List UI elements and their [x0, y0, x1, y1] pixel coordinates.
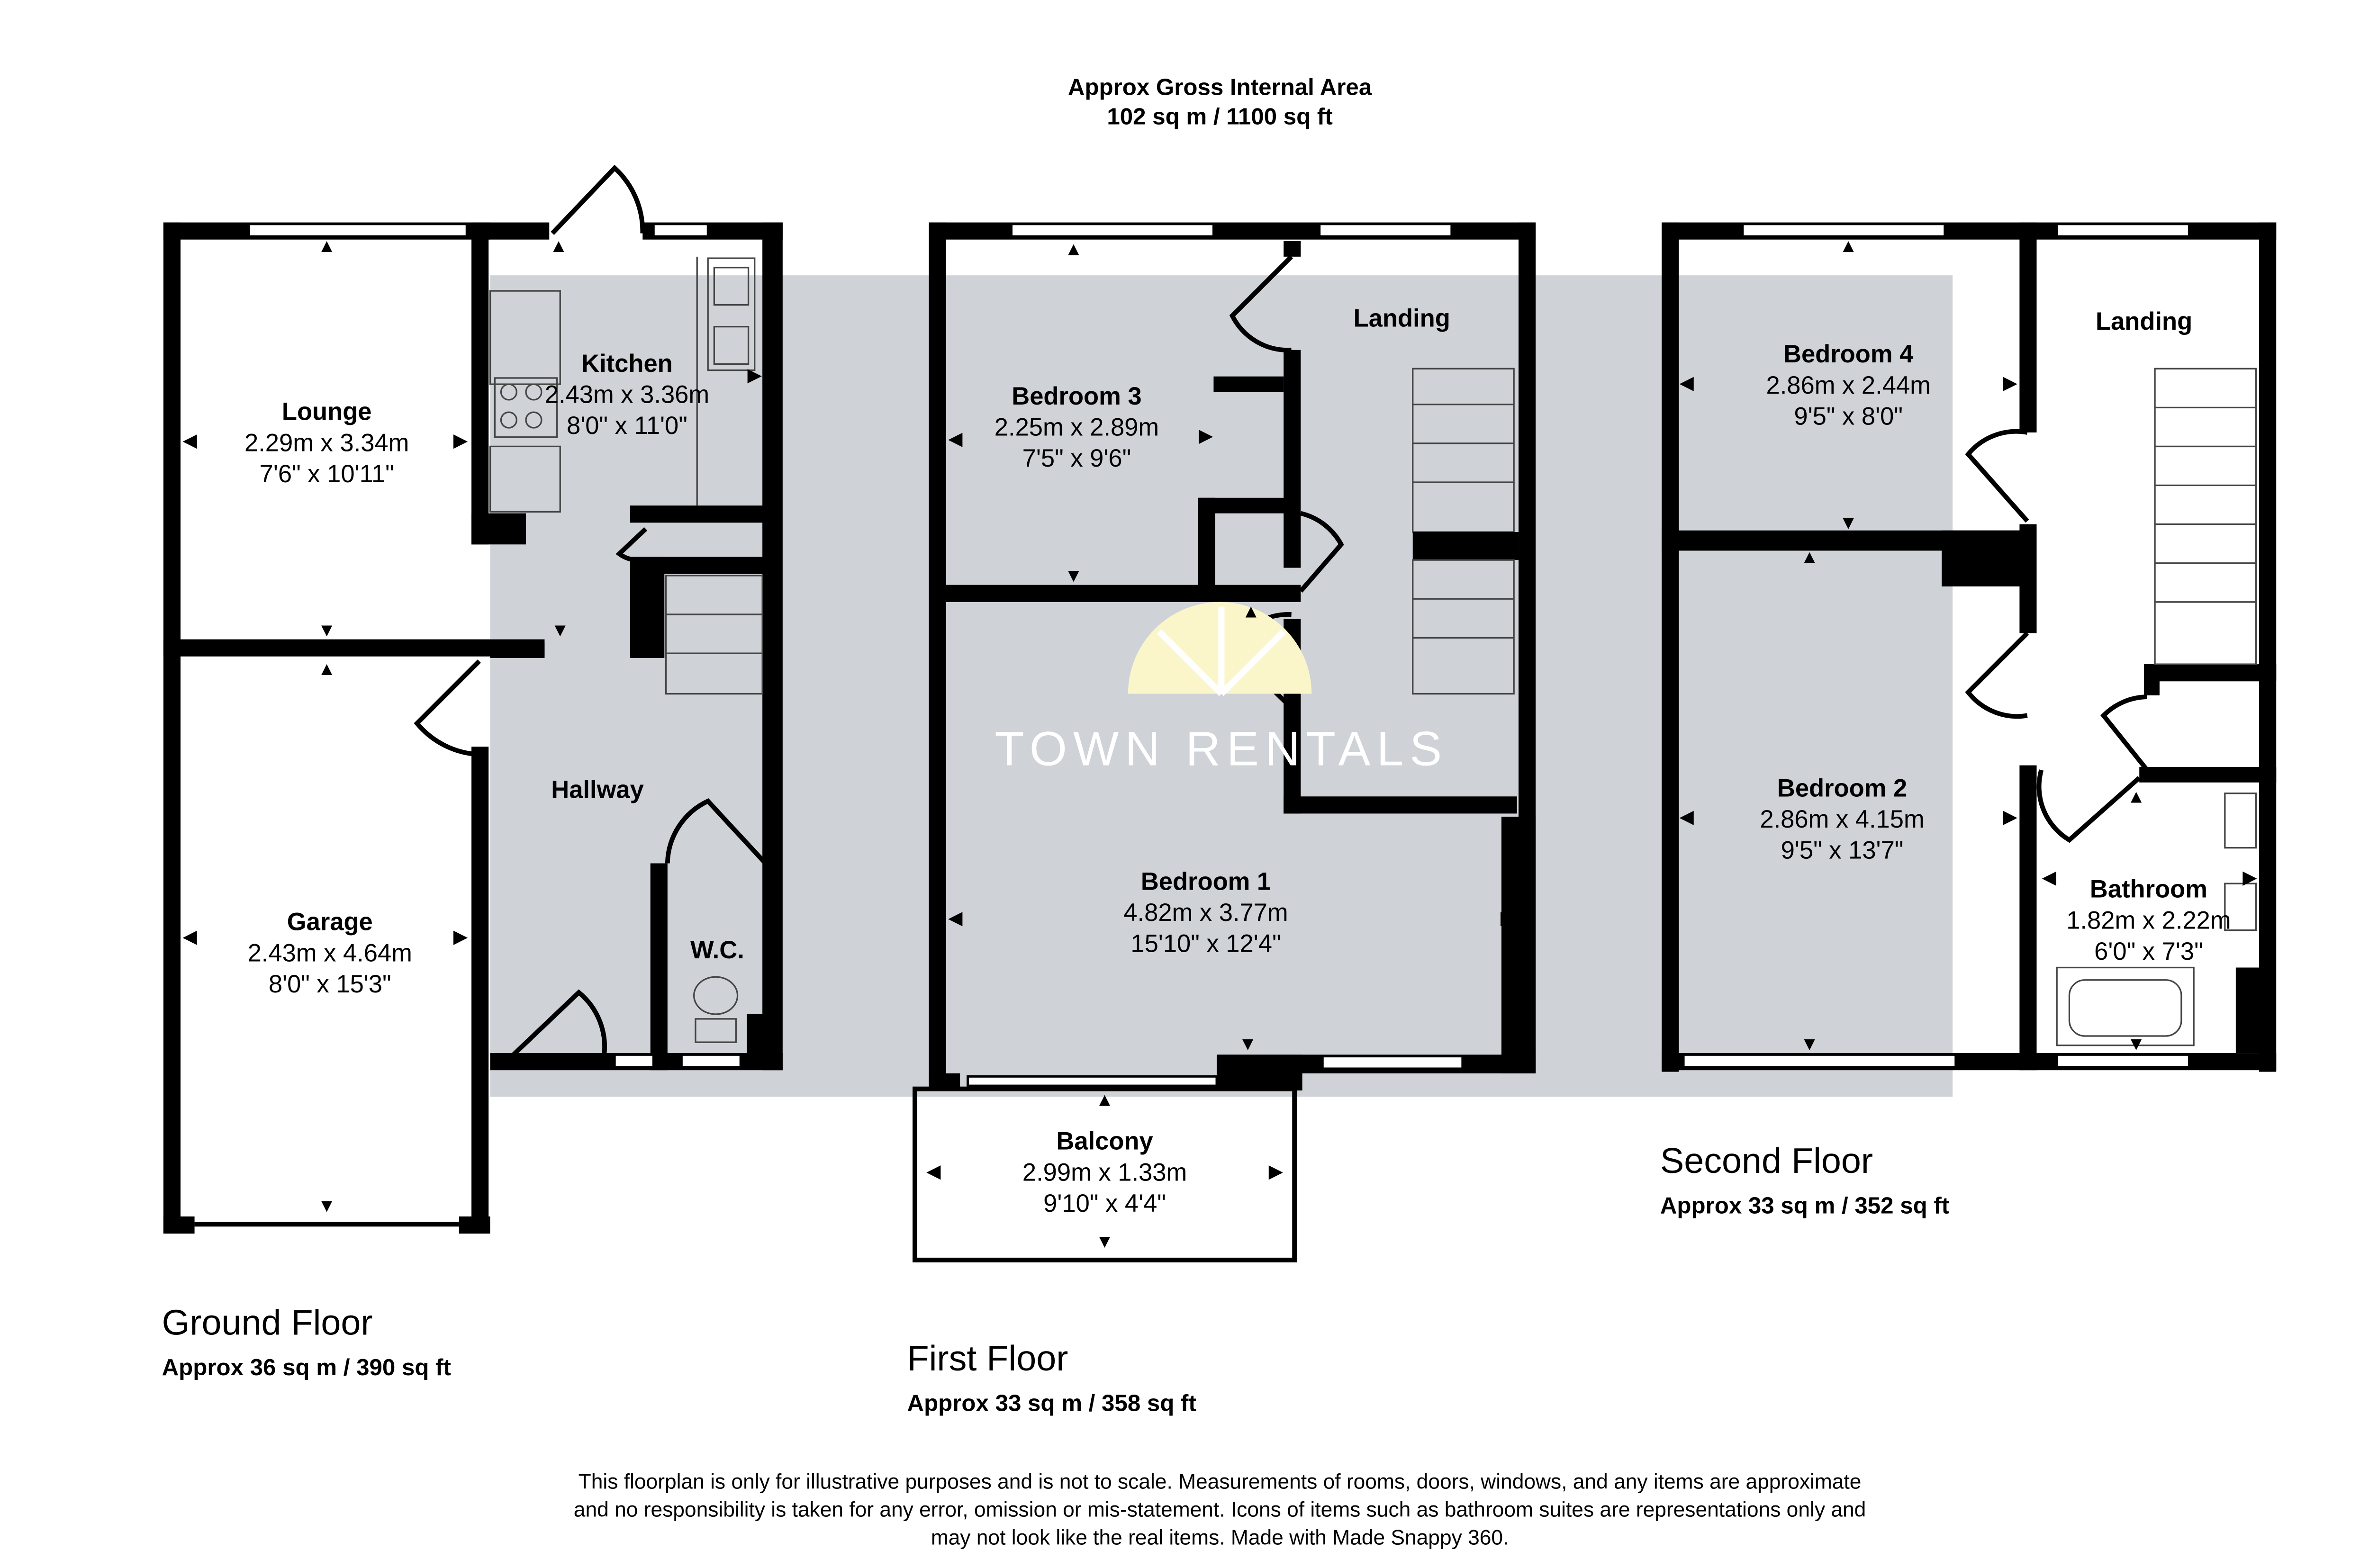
svg-text:7'5" x 9'6": 7'5" x 9'6"	[1022, 444, 1131, 472]
dimension-arrow-icon: ▶	[2003, 806, 2017, 827]
dimension-arrow-icon: ▶	[453, 926, 468, 947]
first-floor-area: Approx 33 sq m / 358 sq ft	[907, 1390, 1196, 1416]
svg-text:2.99m x 1.33m: 2.99m x 1.33m	[1022, 1158, 1187, 1186]
room-garage: Garage 2.43m x 4.64m 8'0" x 15'3"	[248, 908, 412, 998]
dimension-arrow-icon: ▼	[2127, 1033, 2145, 1054]
svg-text:8'0" x 11'0": 8'0" x 11'0"	[567, 412, 687, 440]
dimension-arrow-icon: ▲	[549, 235, 568, 256]
svg-text:2.43m x 4.64m: 2.43m x 4.64m	[248, 939, 412, 967]
second-floor-area: Approx 33 sq m / 352 sq ft	[1660, 1192, 1949, 1218]
svg-text:9'5" x 8'0": 9'5" x 8'0"	[1794, 402, 1903, 430]
dimension-arrow-icon: ▶	[1199, 425, 1213, 446]
dimension-arrow-icon: ▲	[2127, 786, 2145, 807]
dimension-arrow-icon: ◀	[183, 430, 197, 451]
room-lounge: Lounge 2.29m x 3.34m 7'6" x 10'11"	[244, 398, 409, 488]
dimension-arrow-icon: ▶	[2003, 372, 2017, 393]
room-bedroom-3: Bedroom 3 2.25m x 2.89m 7'5" x 9'6"	[995, 382, 1159, 472]
room-bedroom-2: Bedroom 2 2.86m x 4.15m 9'5" x 13'7"	[1760, 774, 1924, 864]
dimension-arrow-icon: ▲	[1839, 235, 1858, 256]
gross-area-title: Approx Gross Internal Area	[1068, 74, 1372, 100]
dimension-arrow-icon: ▲	[1800, 547, 1819, 568]
dimension-arrow-icon: ▲	[1095, 1090, 1114, 1110]
svg-text:9'5" x 13'7": 9'5" x 13'7"	[1781, 837, 1904, 865]
room-balcony: Balcony 2.99m x 1.33m 9'10" x 4'4"	[1022, 1127, 1187, 1217]
svg-text:15'10" x 12'4": 15'10" x 12'4"	[1130, 930, 1281, 958]
room-landing-second: Landing	[2096, 307, 2192, 335]
svg-text:2.86m x 4.15m: 2.86m x 4.15m	[1760, 805, 1924, 833]
svg-text:2.25m x 2.89m: 2.25m x 2.89m	[995, 413, 1159, 441]
dimension-arrow-icon: ◀	[2042, 867, 2056, 888]
dimension-arrow-icon: ▼	[1839, 512, 1858, 533]
svg-text:Balcony: Balcony	[1056, 1127, 1153, 1155]
dimension-arrow-icon: ▼	[317, 1195, 336, 1216]
dimension-arrow-icon: ▼	[317, 620, 336, 640]
dimension-arrow-icon: ▼	[551, 620, 570, 640]
ground-floor-title: Ground Floor	[162, 1303, 373, 1343]
second-floor-title: Second Floor	[1660, 1141, 1873, 1181]
dimension-arrow-icon: ▶	[1501, 907, 1515, 928]
svg-text:2.29m x 3.34m: 2.29m x 3.34m	[244, 429, 409, 457]
svg-text:Lounge: Lounge	[282, 398, 372, 426]
dimension-arrow-icon: ◀	[183, 926, 197, 947]
room-hallway: Hallway	[551, 776, 644, 804]
svg-text:TOWN RENTALS: TOWN RENTALS	[995, 722, 1448, 776]
svg-text:Bedroom 4: Bedroom 4	[1783, 340, 1913, 368]
svg-text:Kitchen: Kitchen	[581, 350, 673, 378]
svg-text:2.86m x 2.44m: 2.86m x 2.44m	[1766, 371, 1931, 399]
svg-text:Bedroom 2: Bedroom 2	[1777, 774, 1907, 802]
second-floor-plan: ▲ ▼ ◀ ▶ ▲ ▼ ◀ ▶ ▲ ▼ ◀ ▶	[1662, 222, 2277, 1072]
watermark-logo: TOWN RENTALS	[995, 602, 1448, 776]
room-landing-first: Landing	[1354, 305, 1450, 333]
svg-text:7'6" x 10'11": 7'6" x 10'11"	[260, 460, 394, 488]
svg-text:4.82m x 3.77m: 4.82m x 3.77m	[1123, 899, 1288, 927]
dimension-arrow-icon: ◀	[948, 907, 962, 928]
svg-text:may not look like the real ite: may not look like the real items. Made w…	[931, 1526, 1509, 1550]
dimension-arrow-icon: ◀	[1680, 806, 1694, 827]
svg-text:This floorplan is only for ill: This floorplan is only for illustrative …	[579, 1470, 1862, 1494]
dimension-arrow-icon: ▲	[317, 658, 336, 679]
svg-text:8'0" x 15'3": 8'0" x 15'3"	[269, 970, 391, 998]
first-floor-title: First Floor	[907, 1339, 1068, 1379]
dimension-arrow-icon: ▶	[1269, 1161, 1283, 1182]
svg-text:1.82m x 2.22m: 1.82m x 2.22m	[2066, 906, 2231, 934]
ground-floor-plan: ▲ ▼ ▲ ▼ ◀ ▶ ◀ ▶ ▲ ▼ ▶	[163, 164, 783, 1234]
dimension-arrow-icon: ◀	[1680, 372, 1694, 393]
dimension-arrow-icon: ▲	[1064, 238, 1083, 259]
dimension-arrow-icon: ▲	[1242, 601, 1260, 622]
room-bedroom-4: Bedroom 4 2.86m x 2.44m 9'5" x 8'0"	[1766, 340, 1931, 430]
svg-text:and no responsibility is taken: and no responsibility is taken for any e…	[574, 1498, 1866, 1522]
room-bathroom: Bathroom 1.82m x 2.22m 6'0" x 7'3"	[2066, 875, 2231, 965]
dimension-arrow-icon: ▶	[453, 430, 468, 451]
svg-text:9'10" x 4'4": 9'10" x 4'4"	[1043, 1190, 1166, 1217]
dimension-arrow-icon: ▼	[1095, 1231, 1114, 1252]
room-wc: W.C.	[690, 936, 744, 964]
dimension-arrow-icon: ▶	[2242, 867, 2257, 888]
room-bedroom-1: Bedroom 1 4.82m x 3.77m 15'10" x 12'4"	[1123, 867, 1288, 957]
ground-floor-area: Approx 36 sq m / 390 sq ft	[162, 1354, 451, 1380]
svg-text:2.43m x 3.36m: 2.43m x 3.36m	[545, 380, 709, 408]
dimension-arrow-icon: ▲	[317, 235, 336, 256]
first-floor-plan: ▲ ▼ ◀ ▶ ▼ ◀ ▶ ▲ ▼ ◀ ▶	[913, 222, 1536, 1262]
svg-text:6'0" x 7'3": 6'0" x 7'3"	[2094, 937, 2203, 965]
dimension-arrow-icon: ▼	[1064, 565, 1083, 586]
dimension-arrow-icon: ▶	[748, 364, 762, 385]
dimension-arrow-icon: ▼	[1239, 1033, 1257, 1054]
svg-text:Bathroom: Bathroom	[2090, 875, 2207, 903]
dimension-arrow-icon: ▼	[1800, 1033, 1819, 1054]
first-floor-arrows-top: ▲	[1242, 601, 1260, 622]
dimension-arrow-icon: ◀	[926, 1161, 940, 1182]
dimension-arrow-icon: ◀	[948, 428, 962, 449]
disclaimer: This floorplan is only for illustrative …	[574, 1470, 1866, 1550]
svg-text:Garage: Garage	[287, 908, 373, 936]
svg-text:Bedroom 3: Bedroom 3	[1012, 382, 1141, 410]
svg-text:Bedroom 1: Bedroom 1	[1141, 867, 1271, 895]
gross-area-total: 102 sq m / 1100 sq ft	[1107, 104, 1332, 130]
room-kitchen: Kitchen 2.43m x 3.36m 8'0" x 11'0"	[545, 350, 709, 440]
